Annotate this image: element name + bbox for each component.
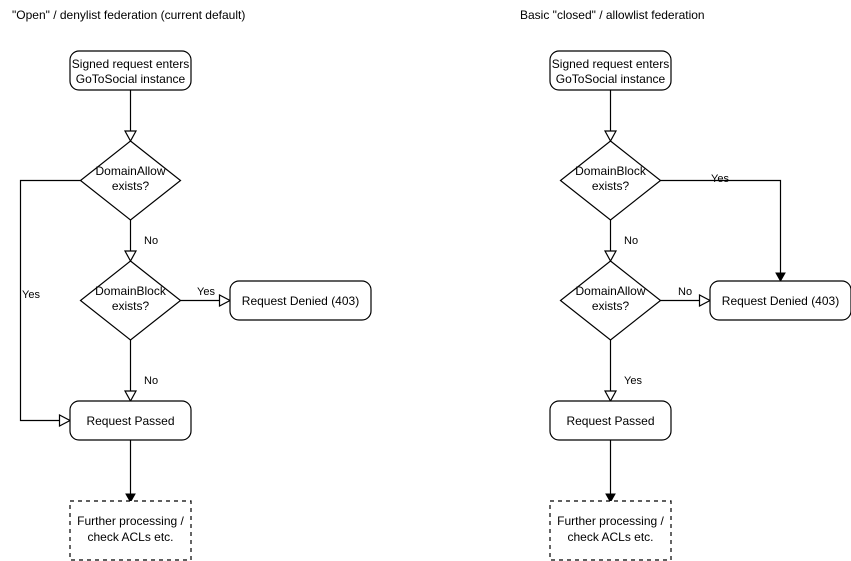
arrowhead-open-icon xyxy=(218,294,232,307)
node-decision-domainblock-right-label-line2: exists? xyxy=(592,179,630,193)
node-further-processing-right-label-line2: check ACLs etc. xyxy=(567,530,653,544)
arrowhead-open-icon xyxy=(603,250,618,263)
node-request-denied-right-shape xyxy=(709,280,851,321)
edge-domainblock-yes-left: Yes xyxy=(180,286,232,307)
node-entry-left: Signed request enters GoToSocial instanc… xyxy=(69,50,192,91)
node-entry-right-label-line1: Signed request enters xyxy=(552,57,669,71)
arrowhead-open-icon xyxy=(123,250,138,263)
edge-entry-to-domainallow-left xyxy=(123,90,138,143)
node-decision-domainblock-right: DomainBlock exists? xyxy=(559,140,662,221)
edge-domainblock-no-left: No xyxy=(123,340,158,403)
edge-label-domainblock-no-left: No xyxy=(144,375,158,387)
node-entry-right-label-line2: GoToSocial instance xyxy=(556,72,666,86)
edge-label-domainallow-no-left: No xyxy=(144,235,158,247)
edge-label-domainallow-yes-right: Yes xyxy=(624,375,642,387)
node-decision-domainallow-right-label-line1: DomainAllow xyxy=(575,284,645,298)
node-request-passed-left-label: Request Passed xyxy=(86,414,174,428)
arrowhead-filled-icon xyxy=(125,493,136,504)
edge-passed-to-further-left xyxy=(125,440,136,504)
arrowhead-open-icon xyxy=(123,390,138,403)
node-further-processing-right-shape xyxy=(549,500,672,561)
edge-label-domainblock-yes-right: Yes xyxy=(711,173,729,185)
diagram-closed-allowlist: Basic "closed" / allowlist federation Si… xyxy=(520,8,851,561)
node-further-processing-right-label-line1: Further processing / xyxy=(557,514,664,528)
node-decision-domainallow-left-label-line2: exists? xyxy=(112,179,150,193)
arrowhead-open-icon xyxy=(123,130,138,143)
edge-passed-to-further-right xyxy=(605,440,616,504)
node-decision-domainblock-left-label-line1: DomainBlock xyxy=(95,284,167,298)
arrowhead-open-icon xyxy=(698,294,712,307)
edge-domainallow-no-left: No xyxy=(123,220,158,263)
node-request-denied-left: Request Denied (403) xyxy=(229,280,372,321)
node-decision-domainallow-right: DomainAllow exists? xyxy=(559,260,662,341)
node-request-denied-left-label: Request Denied (403) xyxy=(242,294,359,308)
node-further-processing-right: Further processing / check ACLs etc. xyxy=(549,500,672,561)
node-request-denied-right-label: Request Denied (403) xyxy=(722,294,839,308)
node-further-processing-left-label-line1: Further processing / xyxy=(77,514,184,528)
node-decision-domainblock-left-label-line2: exists? xyxy=(112,299,150,313)
edge-entry-to-domainblock-right xyxy=(603,90,618,143)
arrowhead-filled-icon xyxy=(775,272,786,283)
node-further-processing-left-label-line2: check ACLs etc. xyxy=(87,530,173,544)
node-entry-left-label-line2: GoToSocial instance xyxy=(76,72,186,86)
diagram-title-closed-allowlist: Basic "closed" / allowlist federation xyxy=(520,8,705,22)
edge-label-domainblock-no-right: No xyxy=(624,235,638,247)
arrowhead-filled-icon xyxy=(605,493,616,504)
edge-label-domainallow-no-right: No xyxy=(678,286,692,298)
edge-label-domainallow-yes-left: Yes xyxy=(22,289,40,301)
node-request-passed-left: Request Passed xyxy=(69,400,192,441)
node-request-passed-right: Request Passed xyxy=(549,400,672,441)
edge-label-domainblock-yes-left: Yes xyxy=(197,286,215,298)
node-decision-domainallow-left: DomainAllow exists? xyxy=(79,140,182,221)
edge-domainallow-no-right: No xyxy=(660,286,712,307)
arrowhead-open-icon xyxy=(603,130,618,143)
edge-domainblock-yes-right: Yes xyxy=(660,173,786,283)
node-decision-domainblock-right-label-line1: DomainBlock xyxy=(575,164,647,178)
node-request-denied-right: Request Denied (403) xyxy=(709,280,851,321)
edge-domainallow-yes-left: Yes xyxy=(19,179,81,427)
node-entry-left-label-line1: Signed request enters xyxy=(72,57,189,71)
node-further-processing-left: Further processing / check ACLs etc. xyxy=(69,500,192,561)
node-request-passed-right-label: Request Passed xyxy=(566,414,654,428)
node-decision-domainallow-right-label-line2: exists? xyxy=(592,299,630,313)
node-decision-domainblock-left: DomainBlock exists? xyxy=(79,260,182,341)
diagram-open-denylist: "Open" / denylist federation (current de… xyxy=(12,8,372,561)
diagram-title-open-denylist: "Open" / denylist federation (current de… xyxy=(12,8,245,22)
node-further-processing-left-shape xyxy=(69,500,192,561)
edge-domainblock-no-right: No xyxy=(603,220,638,263)
arrowhead-open-icon xyxy=(603,390,618,403)
edge-domainallow-yes-right: Yes xyxy=(603,340,642,403)
node-entry-right: Signed request enters GoToSocial instanc… xyxy=(549,50,672,91)
node-decision-domainallow-left-label-line1: DomainAllow xyxy=(95,164,165,178)
node-request-denied-left-shape xyxy=(229,280,372,321)
arrowhead-open-icon xyxy=(58,414,72,427)
